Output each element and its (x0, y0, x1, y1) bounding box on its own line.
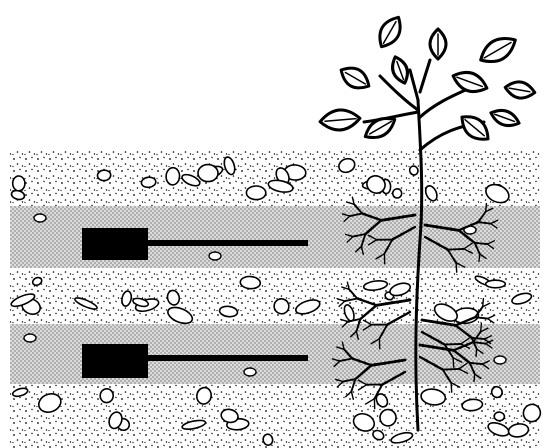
leaf (337, 62, 374, 94)
pebble (209, 252, 221, 260)
leaf (450, 67, 490, 96)
pebble (246, 186, 266, 200)
lower-probe-body (82, 344, 148, 378)
lower-probe-rod (148, 355, 308, 361)
pebble (494, 412, 505, 422)
pebble (198, 164, 218, 181)
leaf (389, 54, 412, 85)
pebble (24, 334, 36, 342)
pebble (97, 170, 111, 182)
leaf (319, 108, 361, 131)
soil-layer-light-top (10, 150, 540, 206)
pebble (166, 167, 180, 185)
leaf (430, 29, 446, 59)
pebble (392, 188, 402, 198)
pebble (244, 368, 256, 376)
pebble (240, 276, 261, 290)
pebble (379, 409, 396, 426)
soil-region (10, 150, 544, 448)
pebble (13, 176, 25, 191)
pebble (34, 214, 46, 222)
pebble (494, 356, 506, 364)
pebble (100, 388, 114, 402)
upper-probe-rod (148, 240, 308, 246)
upper-probe-body (82, 228, 148, 260)
leaf (504, 80, 536, 101)
plant-leaves (319, 13, 536, 146)
leaf (489, 106, 522, 129)
leaf (374, 13, 407, 51)
leaf (476, 31, 521, 68)
pebble (486, 280, 506, 288)
soil-layer-light-bottom (10, 384, 540, 448)
